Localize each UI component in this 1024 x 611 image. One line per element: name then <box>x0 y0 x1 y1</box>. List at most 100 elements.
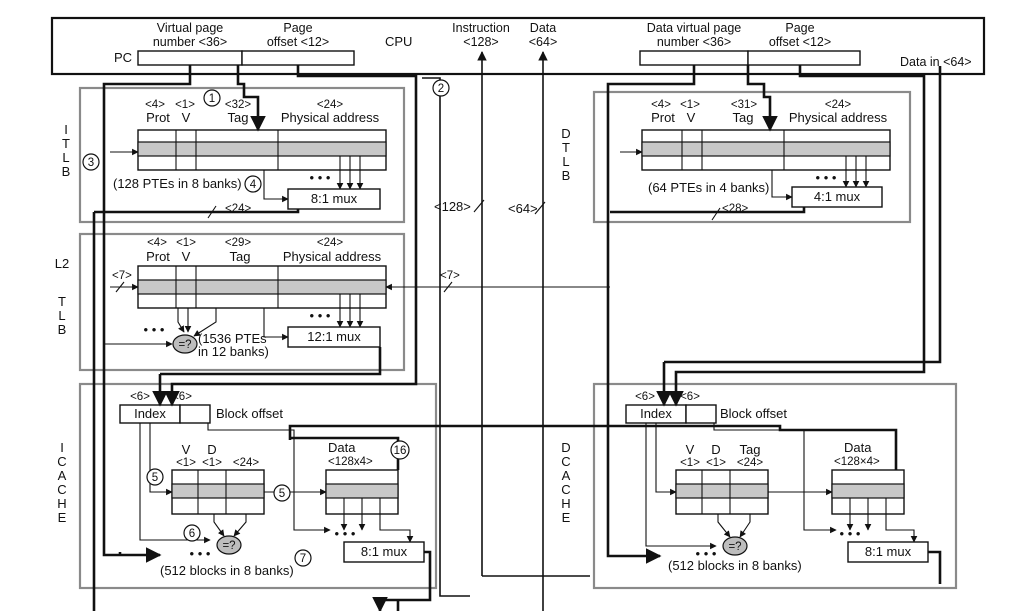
icache-dots-mux: • • • <box>335 526 356 541</box>
icache-boff-label: Block offset <box>216 406 283 421</box>
itlb-group: <4> <1> <32> <24> Prot V Tag Physical ad… <box>113 99 387 215</box>
icache-h-v: V <box>182 442 191 457</box>
dcache-side-d: D <box>561 440 570 455</box>
itlb-w-pa: <24> <box>317 99 344 111</box>
step-markers: 1 2 3 4 5 5 6 7 16 <box>82 79 450 567</box>
icache-cmp-label: =? <box>222 540 235 552</box>
l2tlb-in-right: <7> <box>440 270 460 282</box>
icache-comparator <box>216 535 242 555</box>
l2-tlb-group: <4> <1> <29> <24> Prot V Tag Physical ad… <box>112 237 460 359</box>
dtlb-dots: • • • <box>816 170 837 185</box>
icache-data-label: Data <box>328 440 356 455</box>
dtlb-side-d: D <box>561 126 570 141</box>
icache-blocks-label: (512 blocks in 8 banks) <box>160 563 294 578</box>
l2tlb-h-tag: Tag <box>230 249 251 264</box>
itlb-selected-row <box>137 141 387 157</box>
dcache-data-label: Data <box>844 440 872 455</box>
l2tlb-w-pa: <24> <box>317 237 344 249</box>
l2tlb-side-l: L <box>58 308 65 323</box>
icache-mux-label: 8:1 mux <box>361 544 408 559</box>
icache-w-boff: <6> <box>172 391 192 403</box>
l2tlb-cmp-label: =? <box>178 339 191 351</box>
step-16: 16 <box>394 445 407 457</box>
itlb-h-v: V <box>182 110 191 125</box>
icache-index-label: Index <box>134 406 166 421</box>
itlb-w-prot: <4> <box>145 99 165 111</box>
dtlb-w-prot: <4> <box>651 99 671 111</box>
l2tlb-in-left: <7> <box>112 270 132 282</box>
step-6: 6 <box>189 528 195 540</box>
vpn-label: Virtual page <box>157 21 224 35</box>
data-page-offset-field <box>747 50 861 66</box>
dtlb-w-pa: <24> <box>825 99 852 111</box>
data-in-label: Data in <64> <box>900 55 972 69</box>
l2tlb-dots-left: • • • <box>144 322 165 337</box>
step-4: 4 <box>250 179 257 191</box>
icache-offset-field <box>179 404 211 424</box>
l2tlb-h-prot: Prot <box>146 249 170 264</box>
dcache-blocks-label: (512 blocks in 8 banks) <box>668 558 802 573</box>
bus-64-label: <64> <box>508 201 538 216</box>
dcache-h-v: V <box>686 442 695 457</box>
icache-side-e: E <box>58 510 67 525</box>
step-1: 1 <box>209 93 215 105</box>
bus-128-label: <128> <box>434 199 471 214</box>
icache-data-width: <128x4> <box>328 456 373 468</box>
cpu-box <box>50 16 986 76</box>
l2tlb-ptes-label-1: (1536 PTEs <box>198 331 267 346</box>
itlb-h-pa: Physical address <box>281 110 380 125</box>
itlb-mux-label: 8:1 mux <box>311 191 358 206</box>
l2tlb-h-v: V <box>182 249 191 264</box>
dcache-dots: • • • <box>696 546 717 561</box>
page-offset-width: offset <12> <box>267 35 329 49</box>
l2tlb-selected-row <box>137 279 387 295</box>
icache-tag-selected-row <box>171 483 265 499</box>
icache-side-i: I <box>60 440 64 455</box>
dcache-index-label: Index <box>640 406 672 421</box>
step-2: 2 <box>438 83 444 95</box>
data-label: Data <box>530 21 556 35</box>
dtlb-side-b: B <box>562 168 571 183</box>
step-5a: 5 <box>152 472 158 484</box>
itlb-side-b: B <box>62 164 71 179</box>
dcache-data-selected-row <box>831 483 905 499</box>
icache-w-d: <1> <box>202 457 222 469</box>
dtlb-h-v: V <box>687 110 696 125</box>
dtlb-selected-row <box>641 141 891 157</box>
icache-w-v: <1> <box>176 457 196 469</box>
page-offset-label: Page <box>283 21 312 35</box>
step-3: 3 <box>88 157 94 169</box>
dcache-data-width: <128×4> <box>834 456 880 468</box>
l2tlb-w-prot: <4> <box>147 237 167 249</box>
pc-label: PC <box>114 50 132 65</box>
itlb-section <box>78 86 406 224</box>
data-vpn-width: number <36> <box>657 35 731 49</box>
dtlb-section <box>592 90 912 224</box>
dtlb-ptes-label: (64 PTEs in 4 banks) <box>648 180 769 195</box>
dcache-cmp-label: =? <box>728 541 741 553</box>
dcache-boff-label: Block offset <box>720 406 787 421</box>
l2tlb-w-tag: <29> <box>225 237 252 249</box>
icache-h-d: D <box>207 442 216 457</box>
icache-side-a: A <box>58 468 67 483</box>
dcache-side-c1: C <box>561 454 570 469</box>
icache-w-index: <6> <box>130 391 150 403</box>
l2tlb-side-l2: L2 <box>55 256 69 271</box>
vpn-width: number <36> <box>153 35 227 49</box>
l2-tlb-section <box>78 232 406 372</box>
page-offset-field <box>241 50 355 66</box>
itlb-w-tag: <32> <box>225 99 252 111</box>
l2tlb-mux-label: 12:1 mux <box>307 329 361 344</box>
dtlb-h-prot: Prot <box>651 110 675 125</box>
itlb-h-prot: Prot <box>146 110 170 125</box>
data-vpn-field <box>639 50 749 66</box>
icache-data-selected-row <box>325 483 399 499</box>
dcache-comparator <box>722 536 748 556</box>
itlb-side-i: I <box>64 122 68 137</box>
l2tlb-ptes-label-2: in 12 banks) <box>198 344 269 359</box>
dcache-section <box>592 382 958 590</box>
itlb-ptes-label: (128 PTEs in 8 banks) <box>113 176 242 191</box>
l2tlb-w-v: <1> <box>176 237 196 249</box>
dcache-w-boff: <6> <box>680 391 700 403</box>
